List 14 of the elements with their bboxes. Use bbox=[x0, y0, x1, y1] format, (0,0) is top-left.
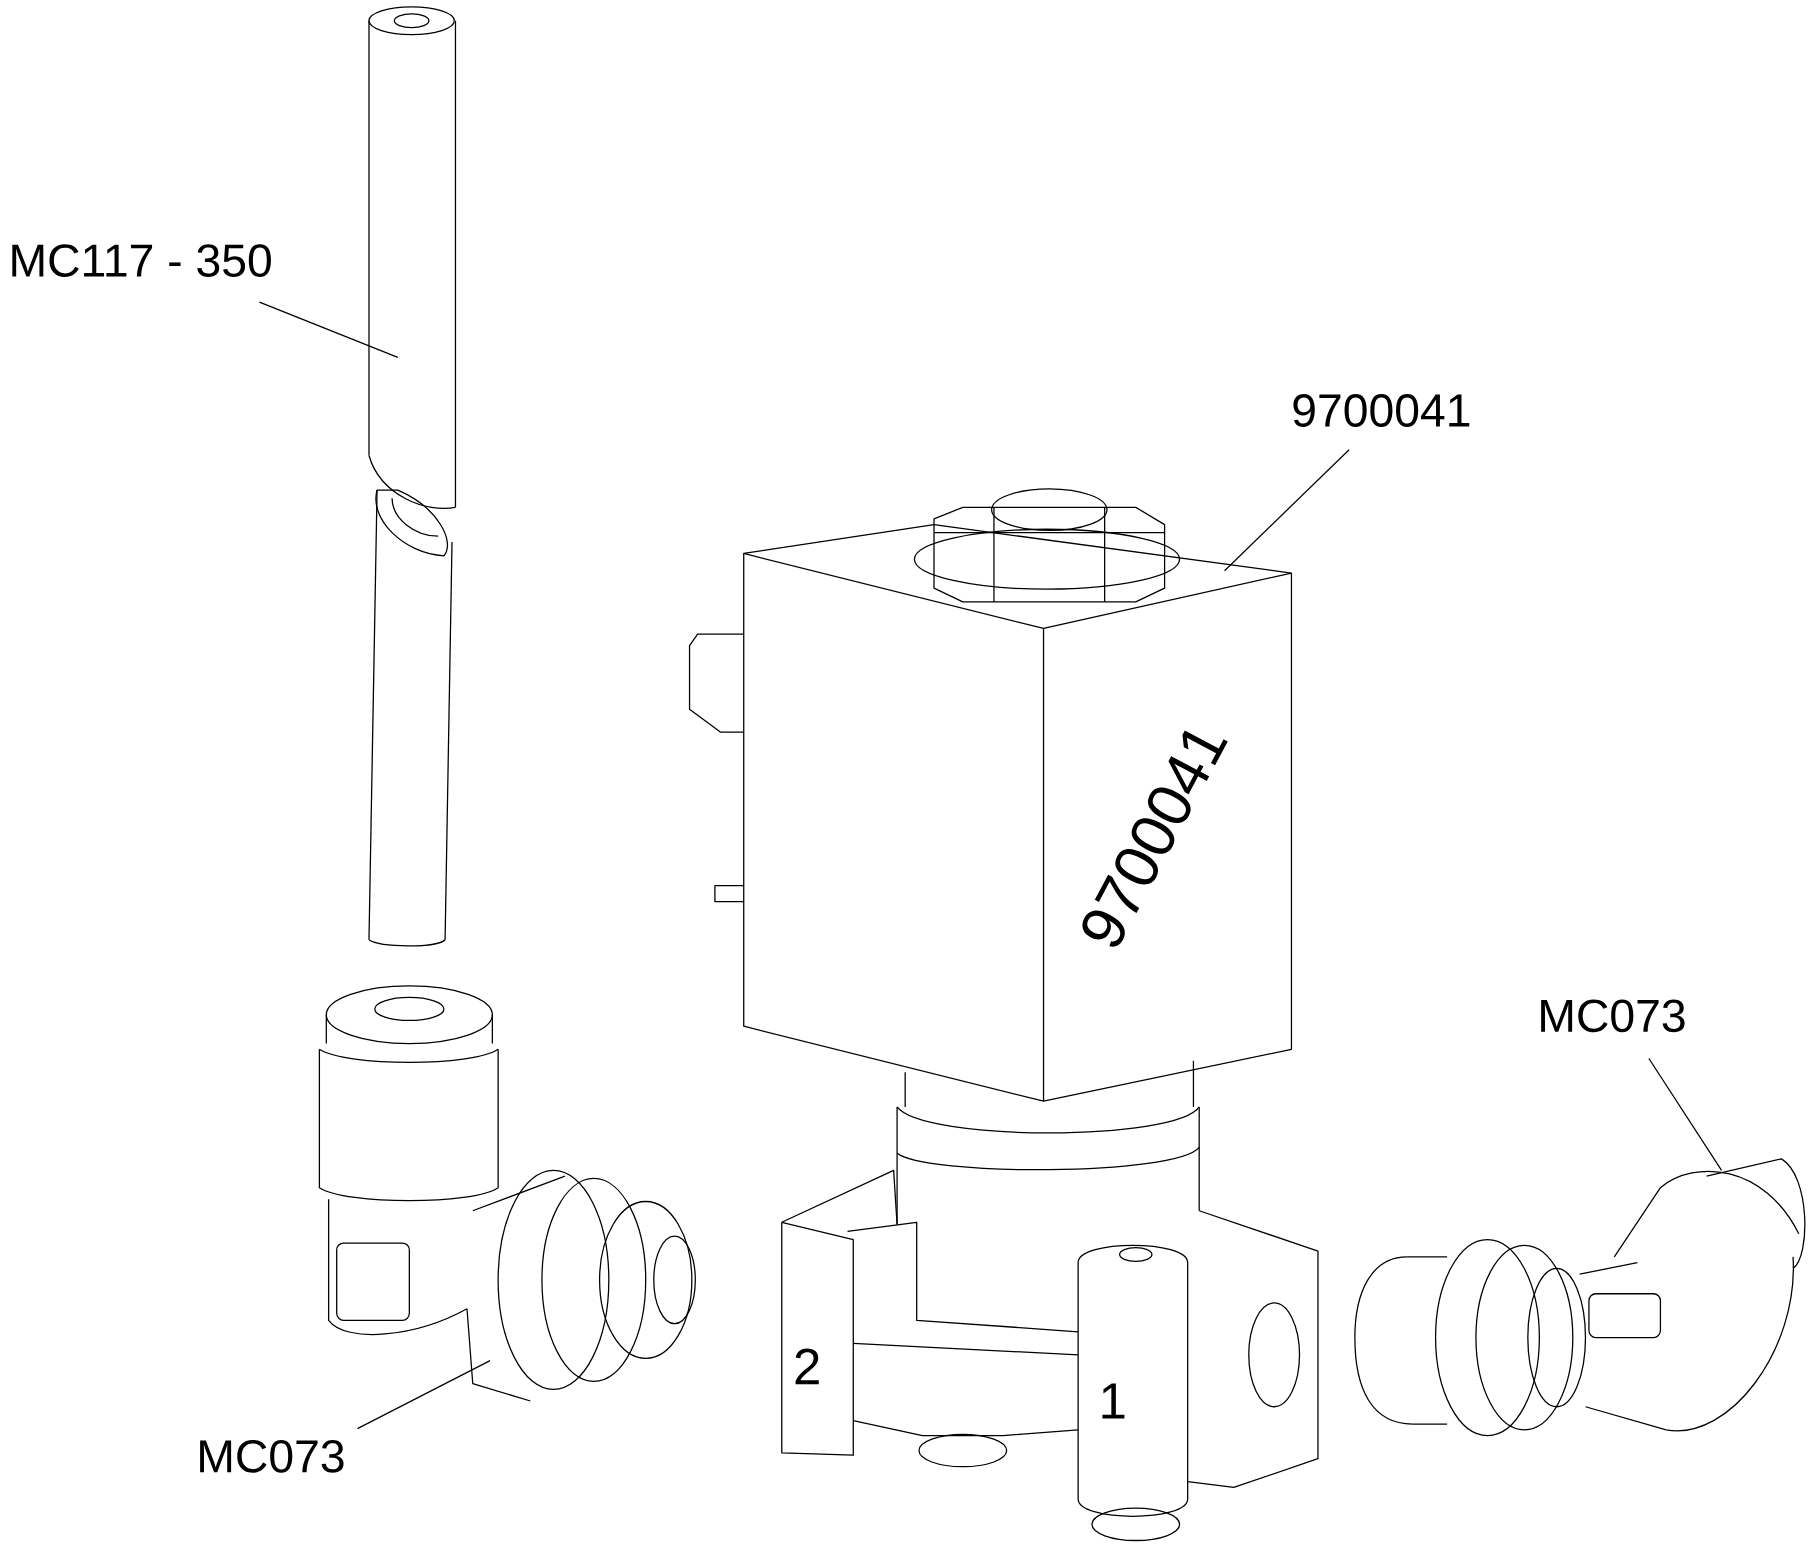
elbow-fitting-drawing bbox=[318, 985, 696, 1402]
elbow-fitting-drawing bbox=[1354, 1158, 1806, 1437]
part-number: MC073 bbox=[1541, 999, 1685, 1033]
leader-line bbox=[356, 1360, 491, 1430]
leader-line bbox=[1223, 449, 1350, 572]
part-number: MC073 bbox=[200, 1439, 344, 1473]
port-number: 1 bbox=[1102, 1383, 1125, 1419]
part-number: 9700041 bbox=[1293, 394, 1470, 427]
port-number: 2 bbox=[795, 1348, 819, 1385]
tube-drawing bbox=[368, 6, 457, 947]
leader-line bbox=[258, 301, 399, 359]
part-number: MC117 - 350 bbox=[12, 244, 271, 277]
leader-line bbox=[1648, 1057, 1723, 1172]
solenoid-coil-drawing bbox=[688, 488, 1293, 1102]
